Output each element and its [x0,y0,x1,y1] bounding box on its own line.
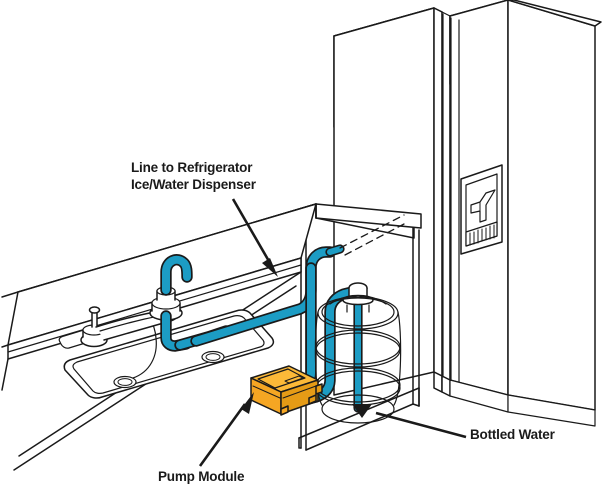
callout-bottled-water: Bottled Water [470,427,555,444]
callout-line-to-refrigerator: Line to Refrigerator Ice/Water Dispenser [131,160,256,193]
counter-cabinet [298,203,422,451]
callout-pump-module: Pump Module [158,469,244,486]
leader-line-to-refrigerator [231,198,278,277]
leader-bottled-water [352,404,467,439]
hidden-line-to-refrigerator [339,214,405,256]
callout-pump-module-text: Pump Module [158,469,245,484]
callout-line-to-refrigerator-text-1: Line to Refrigerator [131,160,253,175]
water-bottle [314,282,402,424]
ice-water-dispenser-recess [460,164,503,255]
pump-module [250,365,323,416]
refrigerator [333,0,602,427]
callout-leaders [198,198,467,467]
callout-bottled-water-text: Bottled Water [470,427,555,442]
callout-line-to-refrigerator-text-2: Ice/Water Dispenser [131,176,256,192]
leader-pump-module [198,392,254,467]
